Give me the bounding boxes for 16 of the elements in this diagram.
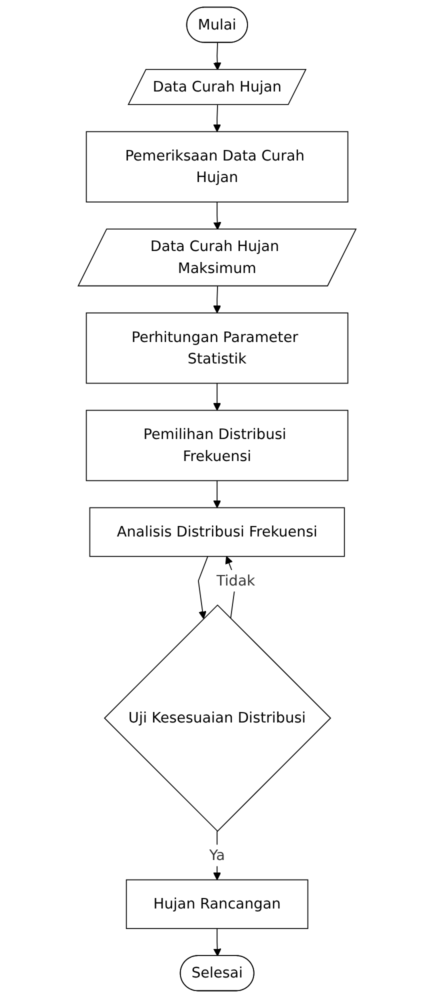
arrow (214, 42, 222, 70)
node-box: Pemilihan Distribusi Frekuensi (86, 410, 349, 482)
edge-label: Tidak (216, 572, 256, 589)
arrow (198, 556, 209, 619)
node-box: Pemeriksaan Data Curah Hujan (86, 131, 349, 202)
arrow (214, 382, 222, 411)
arrow (214, 202, 222, 230)
node-box: Perhitungan Parameter Statistik (86, 312, 349, 384)
arrow (214, 104, 222, 132)
node-box: Hujan Rancangan (126, 879, 309, 929)
arrow (214, 928, 222, 956)
edge-label: Ya (210, 846, 226, 864)
node-box: Analisis Distribusi Frekuensi (90, 507, 346, 557)
arrow (214, 286, 222, 314)
arrow (214, 480, 222, 508)
node-diamond: Uji Kesesuaian Distribusi (104, 604, 332, 832)
